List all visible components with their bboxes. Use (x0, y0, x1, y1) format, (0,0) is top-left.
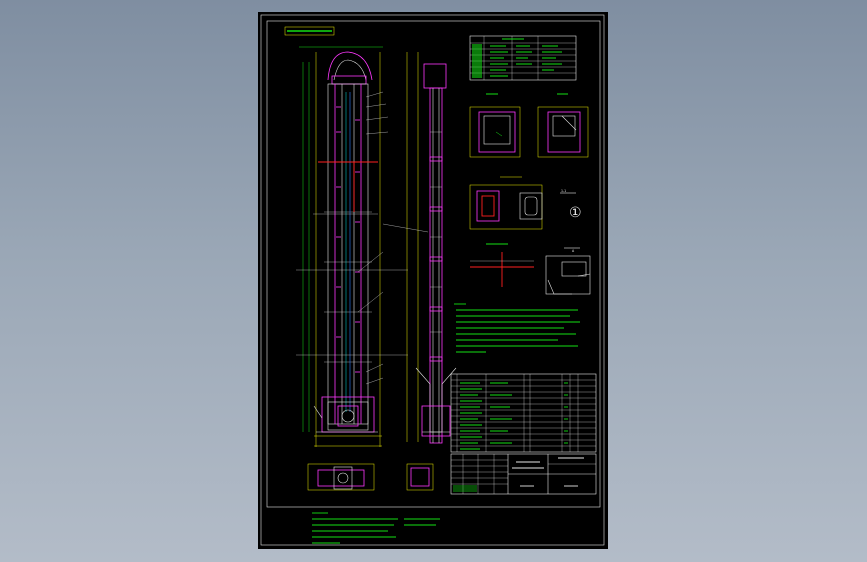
bottom-plan-left (307, 463, 375, 491)
cad-drawing-viewport[interactable]: ① 1-1 A (258, 12, 608, 549)
detail-view-right (537, 93, 589, 158)
sheet-outer-border (260, 14, 605, 546)
sheet-inner-border (266, 20, 601, 508)
section-label: 1-1 (561, 189, 566, 193)
anchor-detail (470, 243, 591, 295)
footer-notes (312, 512, 440, 544)
bill-of-materials (450, 373, 597, 453)
title-block (450, 453, 597, 495)
circle-marker: ① (569, 205, 582, 221)
parameter-table (469, 35, 577, 81)
bottom-plan-right (406, 463, 434, 491)
view-label-box (284, 26, 335, 36)
drawing-canvas: ① 1-1 A (260, 14, 605, 546)
technical-notes (454, 303, 580, 353)
section-view (469, 176, 543, 230)
detail-view-left (469, 93, 521, 158)
front-elevation (296, 46, 408, 447)
view-letter: A (572, 249, 575, 253)
side-elevation (382, 52, 457, 444)
